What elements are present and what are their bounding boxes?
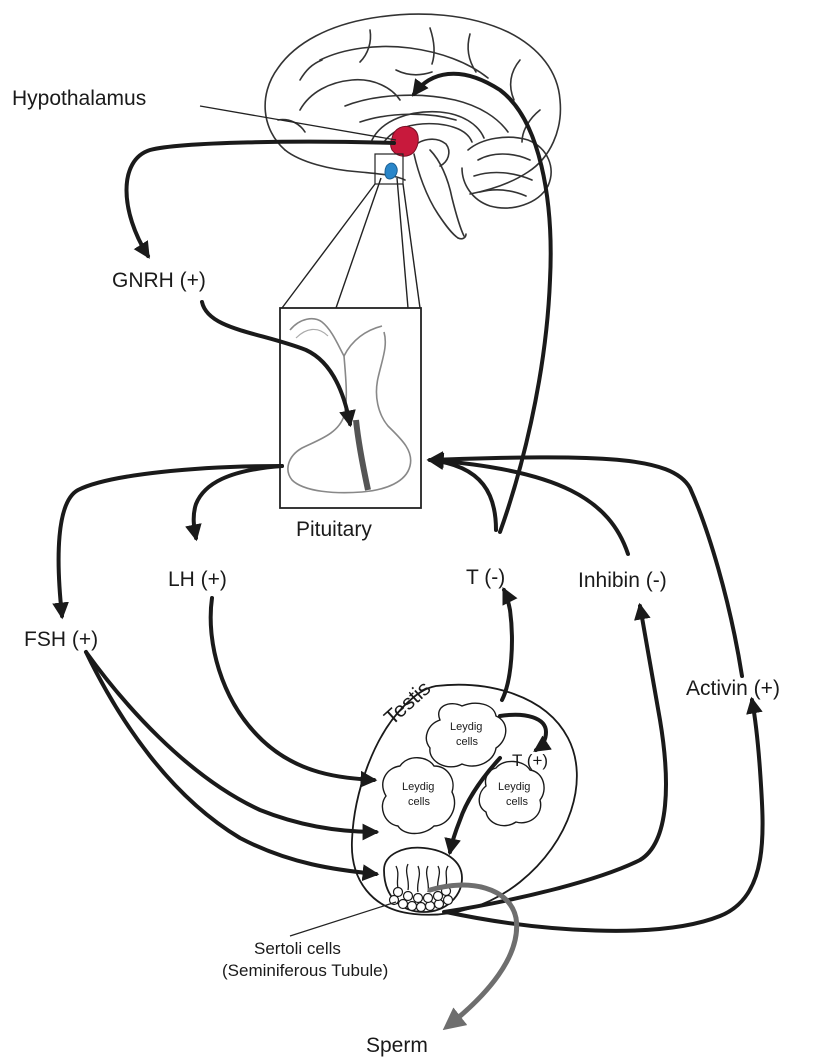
zoom-lines — [282, 178, 420, 308]
arrow-fsh-to-tubule — [86, 652, 376, 874]
sertoli-label-line2: (Seminiferous Tubule) — [222, 961, 388, 980]
hypothalamus-pointer — [200, 106, 396, 140]
leydig-3-label-line1: Leydig — [498, 781, 530, 793]
arrow-leydig-to-t-pos — [500, 715, 546, 750]
arrow-hypothalamus-to-gnrh — [127, 142, 395, 256]
t-pos-label: T (+) — [512, 751, 548, 770]
leydig-2-label-line1: Leydig — [402, 781, 434, 793]
hypothalamus-label: Hypothalamus — [12, 87, 146, 110]
arrow-inhibin-to-pituitary — [430, 460, 628, 554]
arrow-testis-to-t-neg — [502, 590, 512, 700]
arrow-pituitary-to-fsh — [59, 466, 282, 616]
sertoli-pointer — [290, 902, 396, 936]
arrow-fsh-to-leydig — [86, 652, 376, 832]
brain-illustration — [265, 14, 560, 239]
sperm-label: Sperm — [366, 1034, 428, 1057]
gnrh-label: GNRH (+) — [112, 269, 206, 292]
arrow-lh-to-leydig — [211, 598, 374, 780]
lh-label: LH (+) — [168, 568, 227, 591]
activin-label: Activin (+) — [686, 677, 780, 700]
leydig-3-label-line2: cells — [506, 796, 529, 808]
leydig-2-label-line2: cells — [408, 796, 431, 808]
leydig-1-label-line1: Leydig — [450, 721, 482, 733]
arrow-t-neg-to-pituitary — [430, 460, 496, 530]
arrow-pituitary-to-lh — [194, 466, 282, 538]
inhibin-label: Inhibin (-) — [578, 569, 667, 592]
fsh-label: FSH (+) — [24, 628, 98, 651]
pituitary-box — [280, 308, 421, 508]
pituitary-label: Pituitary — [296, 518, 372, 541]
t-neg-label: T (-) — [466, 566, 505, 589]
testis-label: Testis — [380, 677, 435, 730]
leydig-1-label-line2: cells — [456, 736, 479, 748]
sertoli-label-line1: Sertoli cells — [254, 939, 341, 958]
